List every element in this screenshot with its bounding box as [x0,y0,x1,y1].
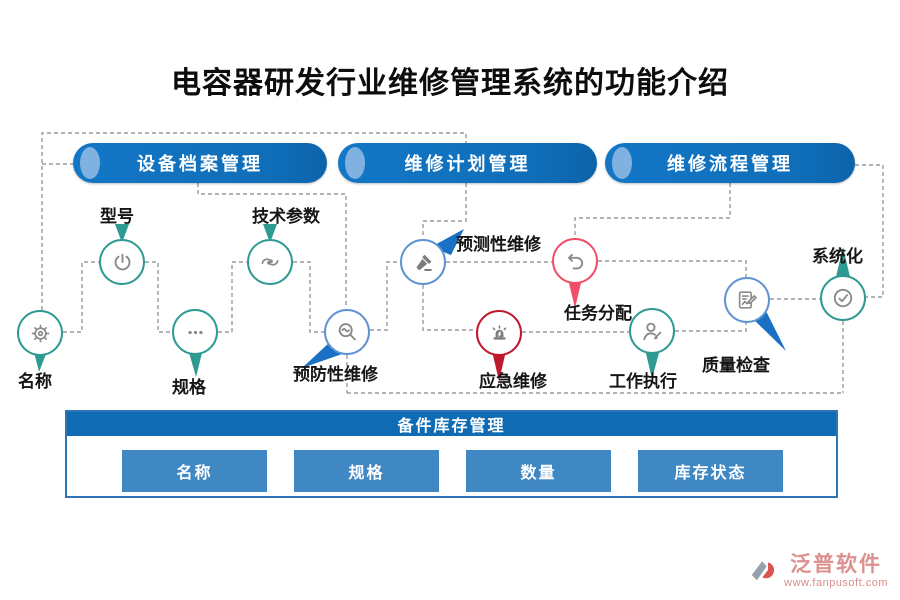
pill-equipment-archive-label: 设备档案管理 [137,154,263,174]
inventory-button-name: 名称 [122,450,267,492]
page-title: 电容器研发行业维修管理系统的功能介绍 [171,67,729,100]
undo-arrow-icon [567,253,583,269]
label-predictive: 预测性维修 [456,235,541,254]
node-preventive [324,309,370,355]
pill-maintenance-plan: 维修计划管理 [338,143,597,183]
node-quality-check [724,277,770,323]
pill-maintenance-plan-label: 维修计划管理 [404,154,531,174]
brand-footer: 泛普软件 www.fanpusoft.com [750,553,888,590]
gavel-icon [415,254,432,271]
node-work-execution [629,308,675,354]
inventory-button-quantity: 数量 [466,450,611,492]
node-task-assignment [552,238,598,284]
document-edit-icon [738,291,757,309]
pill-maintenance-process-label: 维修流程管理 [667,154,793,174]
inventory-section: 备件库存管理 名称 规格 数量 库存状态 [65,410,838,498]
label-task-assignment: 任务分配 [564,304,632,323]
node-emergency [476,310,522,356]
label-preventive: 预防性维修 [293,365,378,384]
inventory-button-stock-status: 库存状态 [638,450,783,492]
node-model [99,239,145,285]
label-name: 名称 [18,372,52,391]
inventory-header: 备件库存管理 [67,412,836,436]
siren-icon [492,324,506,340]
gear-icon [31,324,49,342]
label-work-execution: 工作执行 [609,372,677,391]
fanpu-logo-icon [751,561,775,581]
check-circle-icon [833,288,853,308]
label-spec: 规格 [172,378,206,397]
node-name [17,310,63,356]
hands-icon [261,258,279,266]
label-systematization: 系统化 [812,247,863,266]
label-emergency: 应急维修 [479,372,547,391]
node-tech-params [247,239,293,285]
node-spec [172,309,218,355]
inventory-button-spec: 规格 [294,450,439,492]
brand-url: www.fanpusoft.com [784,577,888,589]
magnifier-trend-icon [338,323,356,341]
ellipsis-icon [187,330,203,334]
label-tech-params: 技术参数 [252,207,320,226]
person-edit-icon [643,322,662,341]
pill-maintenance-process: 维修流程管理 [605,143,855,183]
node-predictive [400,239,446,285]
power-icon [114,253,130,270]
brand-name: 泛普软件 [790,553,883,576]
pill-equipment-archive: 设备档案管理 [73,143,327,183]
node-systematization [820,275,866,321]
label-model: 型号 [100,207,134,226]
label-quality-check: 质量检查 [702,356,770,375]
